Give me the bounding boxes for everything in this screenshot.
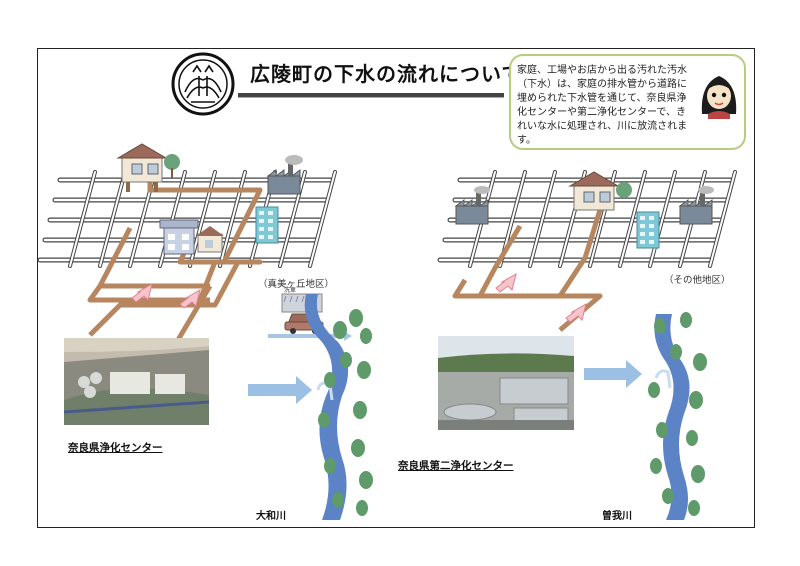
left-flow-arrows xyxy=(131,282,201,309)
left-house xyxy=(116,143,180,192)
right-plant-label: 奈良県第二浄化センター xyxy=(398,460,514,472)
right-treatment-plant-photo xyxy=(438,336,574,430)
right-factory-right xyxy=(678,186,714,225)
right-house xyxy=(568,171,632,211)
right-office-building xyxy=(636,211,660,249)
right-area-label: （その他地区） xyxy=(664,275,731,286)
left-office-building xyxy=(255,206,279,244)
left-area-label: （真美ヶ丘地区） xyxy=(258,279,335,290)
right-factory-left xyxy=(454,186,490,225)
explanation-text: 家庭、工場やお店から出る汚れた汚水（下水）は、家庭の排水管から道路に埋められた下… xyxy=(517,65,688,146)
left-river xyxy=(304,294,349,520)
left-outflow-arrow xyxy=(248,376,312,404)
page-title: 広陵町の下水の流れについて xyxy=(250,62,523,86)
car-wash-label: 洗車 xyxy=(284,286,296,294)
right-outflow-arrow xyxy=(584,360,642,388)
left-treatment-plant-photo xyxy=(63,338,210,425)
right-river xyxy=(654,314,690,520)
left-apartment xyxy=(159,219,199,255)
page-frame xyxy=(37,48,755,528)
right-river-label: 曽我川 xyxy=(602,511,632,522)
left-factory xyxy=(266,155,303,195)
left-small-house xyxy=(196,226,224,253)
left-river-trees xyxy=(318,309,373,516)
manhole-emblem-icon xyxy=(171,52,235,116)
right-river-trees xyxy=(648,312,707,516)
left-plant-label: 奈良県浄化センター xyxy=(68,442,163,454)
left-sewer-pipes xyxy=(87,178,263,348)
title-underline xyxy=(238,93,504,98)
right-flow-arrows xyxy=(495,272,587,323)
mascot-icon xyxy=(701,76,737,119)
left-river-label: 大和川 xyxy=(256,511,286,522)
